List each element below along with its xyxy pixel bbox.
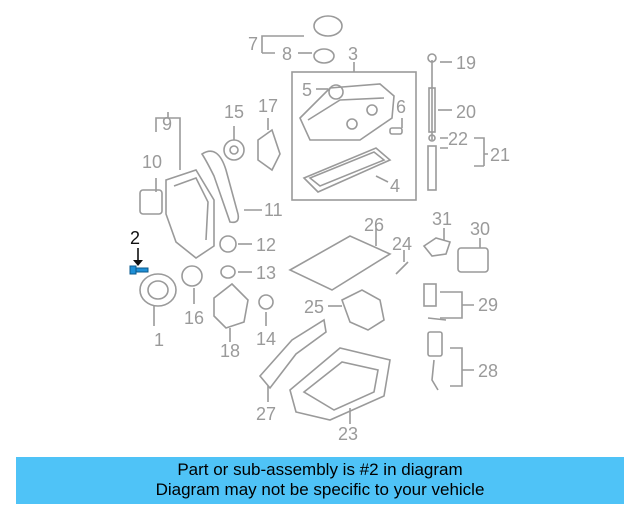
cover-gasket-part: [302, 147, 392, 193]
gear-16-part: [181, 265, 203, 287]
gasket-27-part: [258, 318, 327, 390]
callout-24: 24: [392, 234, 412, 254]
callout-21: 21: [490, 145, 510, 165]
callout-5: 5: [302, 80, 312, 100]
callout-29: 29: [478, 295, 498, 315]
callout-20: 20: [456, 102, 476, 122]
callout-1: 1: [154, 330, 164, 350]
banner-line-1: Part or sub-assembly is #2 in diagram: [177, 460, 463, 479]
callout-14: 14: [256, 329, 276, 349]
callout-12: 12: [256, 235, 276, 255]
callout-2-label: 2: [130, 228, 140, 248]
callout-19: 19: [456, 53, 476, 73]
cam-cover-group: [261, 15, 417, 201]
callout-23: 23: [338, 424, 358, 444]
crank-pulley-part: [139, 273, 177, 307]
oil-pan-23-part: [289, 347, 391, 421]
callout-22: 22: [448, 129, 468, 149]
callout-7: 7: [248, 34, 258, 54]
callout-10: 10: [142, 152, 162, 172]
dipstick-group: [427, 53, 488, 191]
timing-belt-part: [200, 150, 240, 224]
callout-31: 31: [432, 209, 452, 229]
callout-15: 15: [224, 102, 244, 122]
callout-9: 9: [162, 114, 172, 134]
banner-line-2: Diagram may not be specific to your vehi…: [155, 480, 485, 499]
callout-27: 27: [256, 404, 276, 424]
pulley-15-part: [223, 139, 245, 161]
callout-17: 17: [258, 96, 278, 116]
callout-2-highlight: 2: [129, 228, 149, 275]
info-banner: Part or sub-assembly is #2 in diagram Di…: [16, 457, 624, 504]
callout-30: 30: [470, 219, 490, 239]
part-29a: [423, 283, 437, 307]
gasket-10-part: [139, 189, 163, 215]
callout-3: 3: [348, 44, 358, 64]
part-28-sensor: [427, 331, 443, 357]
pump-25-part: [341, 289, 385, 331]
right-sensor-group: [422, 228, 489, 391]
oil-pump-18-part: [213, 282, 249, 329]
callout-4: 4: [390, 176, 400, 196]
timing-cover-part: [165, 169, 215, 259]
oil-pan-group: [258, 228, 409, 424]
callout-labels: 1 3 4 5 6 7 8 9 10 11 12 13 14 15 16 17 …: [142, 34, 510, 444]
timing-cover-group: [139, 112, 281, 326]
callout-28: 28: [478, 361, 498, 381]
cap-seal-part: [313, 48, 335, 64]
tensioner-17-part: [257, 128, 281, 172]
bolt-2-part: [129, 265, 149, 275]
part-31: [422, 237, 452, 257]
callout-16: 16: [184, 308, 204, 328]
callout-13: 13: [256, 263, 276, 283]
callout-26: 26: [364, 215, 384, 235]
callout-8: 8: [282, 44, 292, 64]
callout-25: 25: [304, 297, 324, 317]
callout-18: 18: [220, 341, 240, 361]
oil-cap-part: [313, 15, 343, 37]
baffle-26-part: [288, 235, 392, 291]
callout-6: 6: [396, 97, 406, 117]
callout-11: 11: [264, 200, 283, 220]
crank-group: [139, 265, 249, 342]
valve-cover-part: [299, 83, 395, 141]
part-30: [457, 247, 489, 273]
